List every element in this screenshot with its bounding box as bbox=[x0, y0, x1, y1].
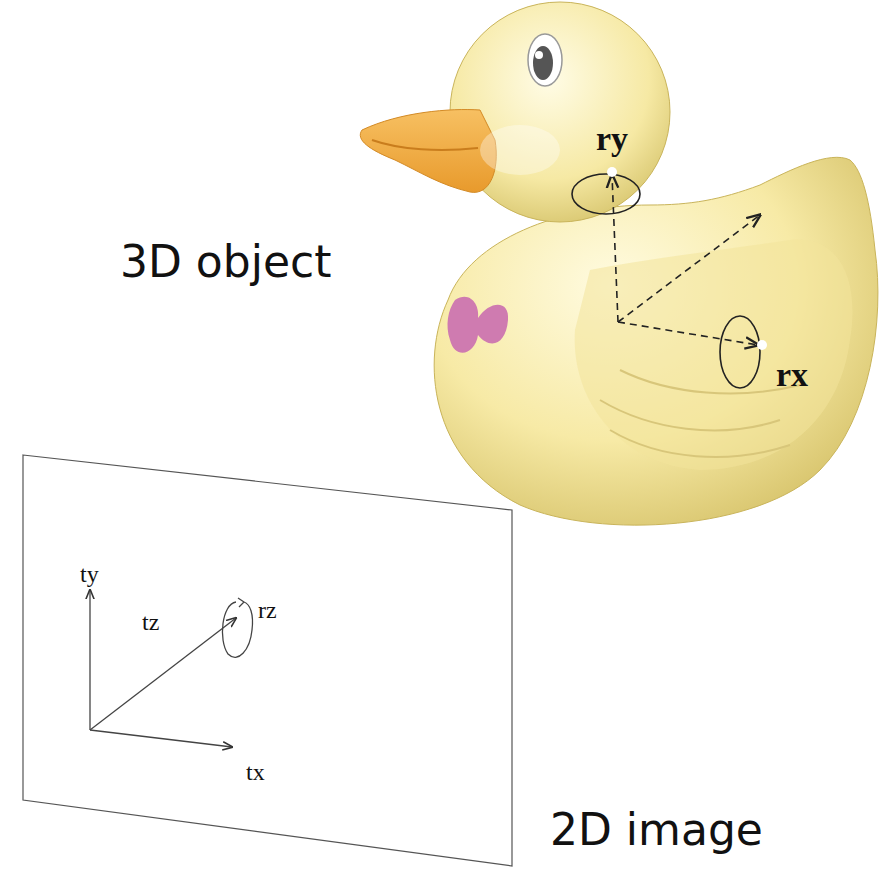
translation-label: tx bbox=[246, 760, 265, 784]
rotation-label: rz bbox=[258, 598, 277, 622]
axis-dot bbox=[757, 340, 767, 350]
rubber-duck bbox=[360, 2, 878, 525]
object-axes bbox=[572, 174, 760, 388]
rotation-label: rx bbox=[776, 358, 808, 392]
object-title: 3D object bbox=[120, 240, 331, 284]
plane-axes bbox=[90, 590, 253, 747]
translation-label: ty bbox=[80, 562, 99, 586]
axis-dot bbox=[607, 167, 617, 177]
image-title: 2D image bbox=[550, 808, 763, 852]
image-plane bbox=[23, 455, 512, 866]
rotation-label: ry bbox=[596, 122, 628, 156]
translation-label: tz bbox=[142, 610, 159, 634]
